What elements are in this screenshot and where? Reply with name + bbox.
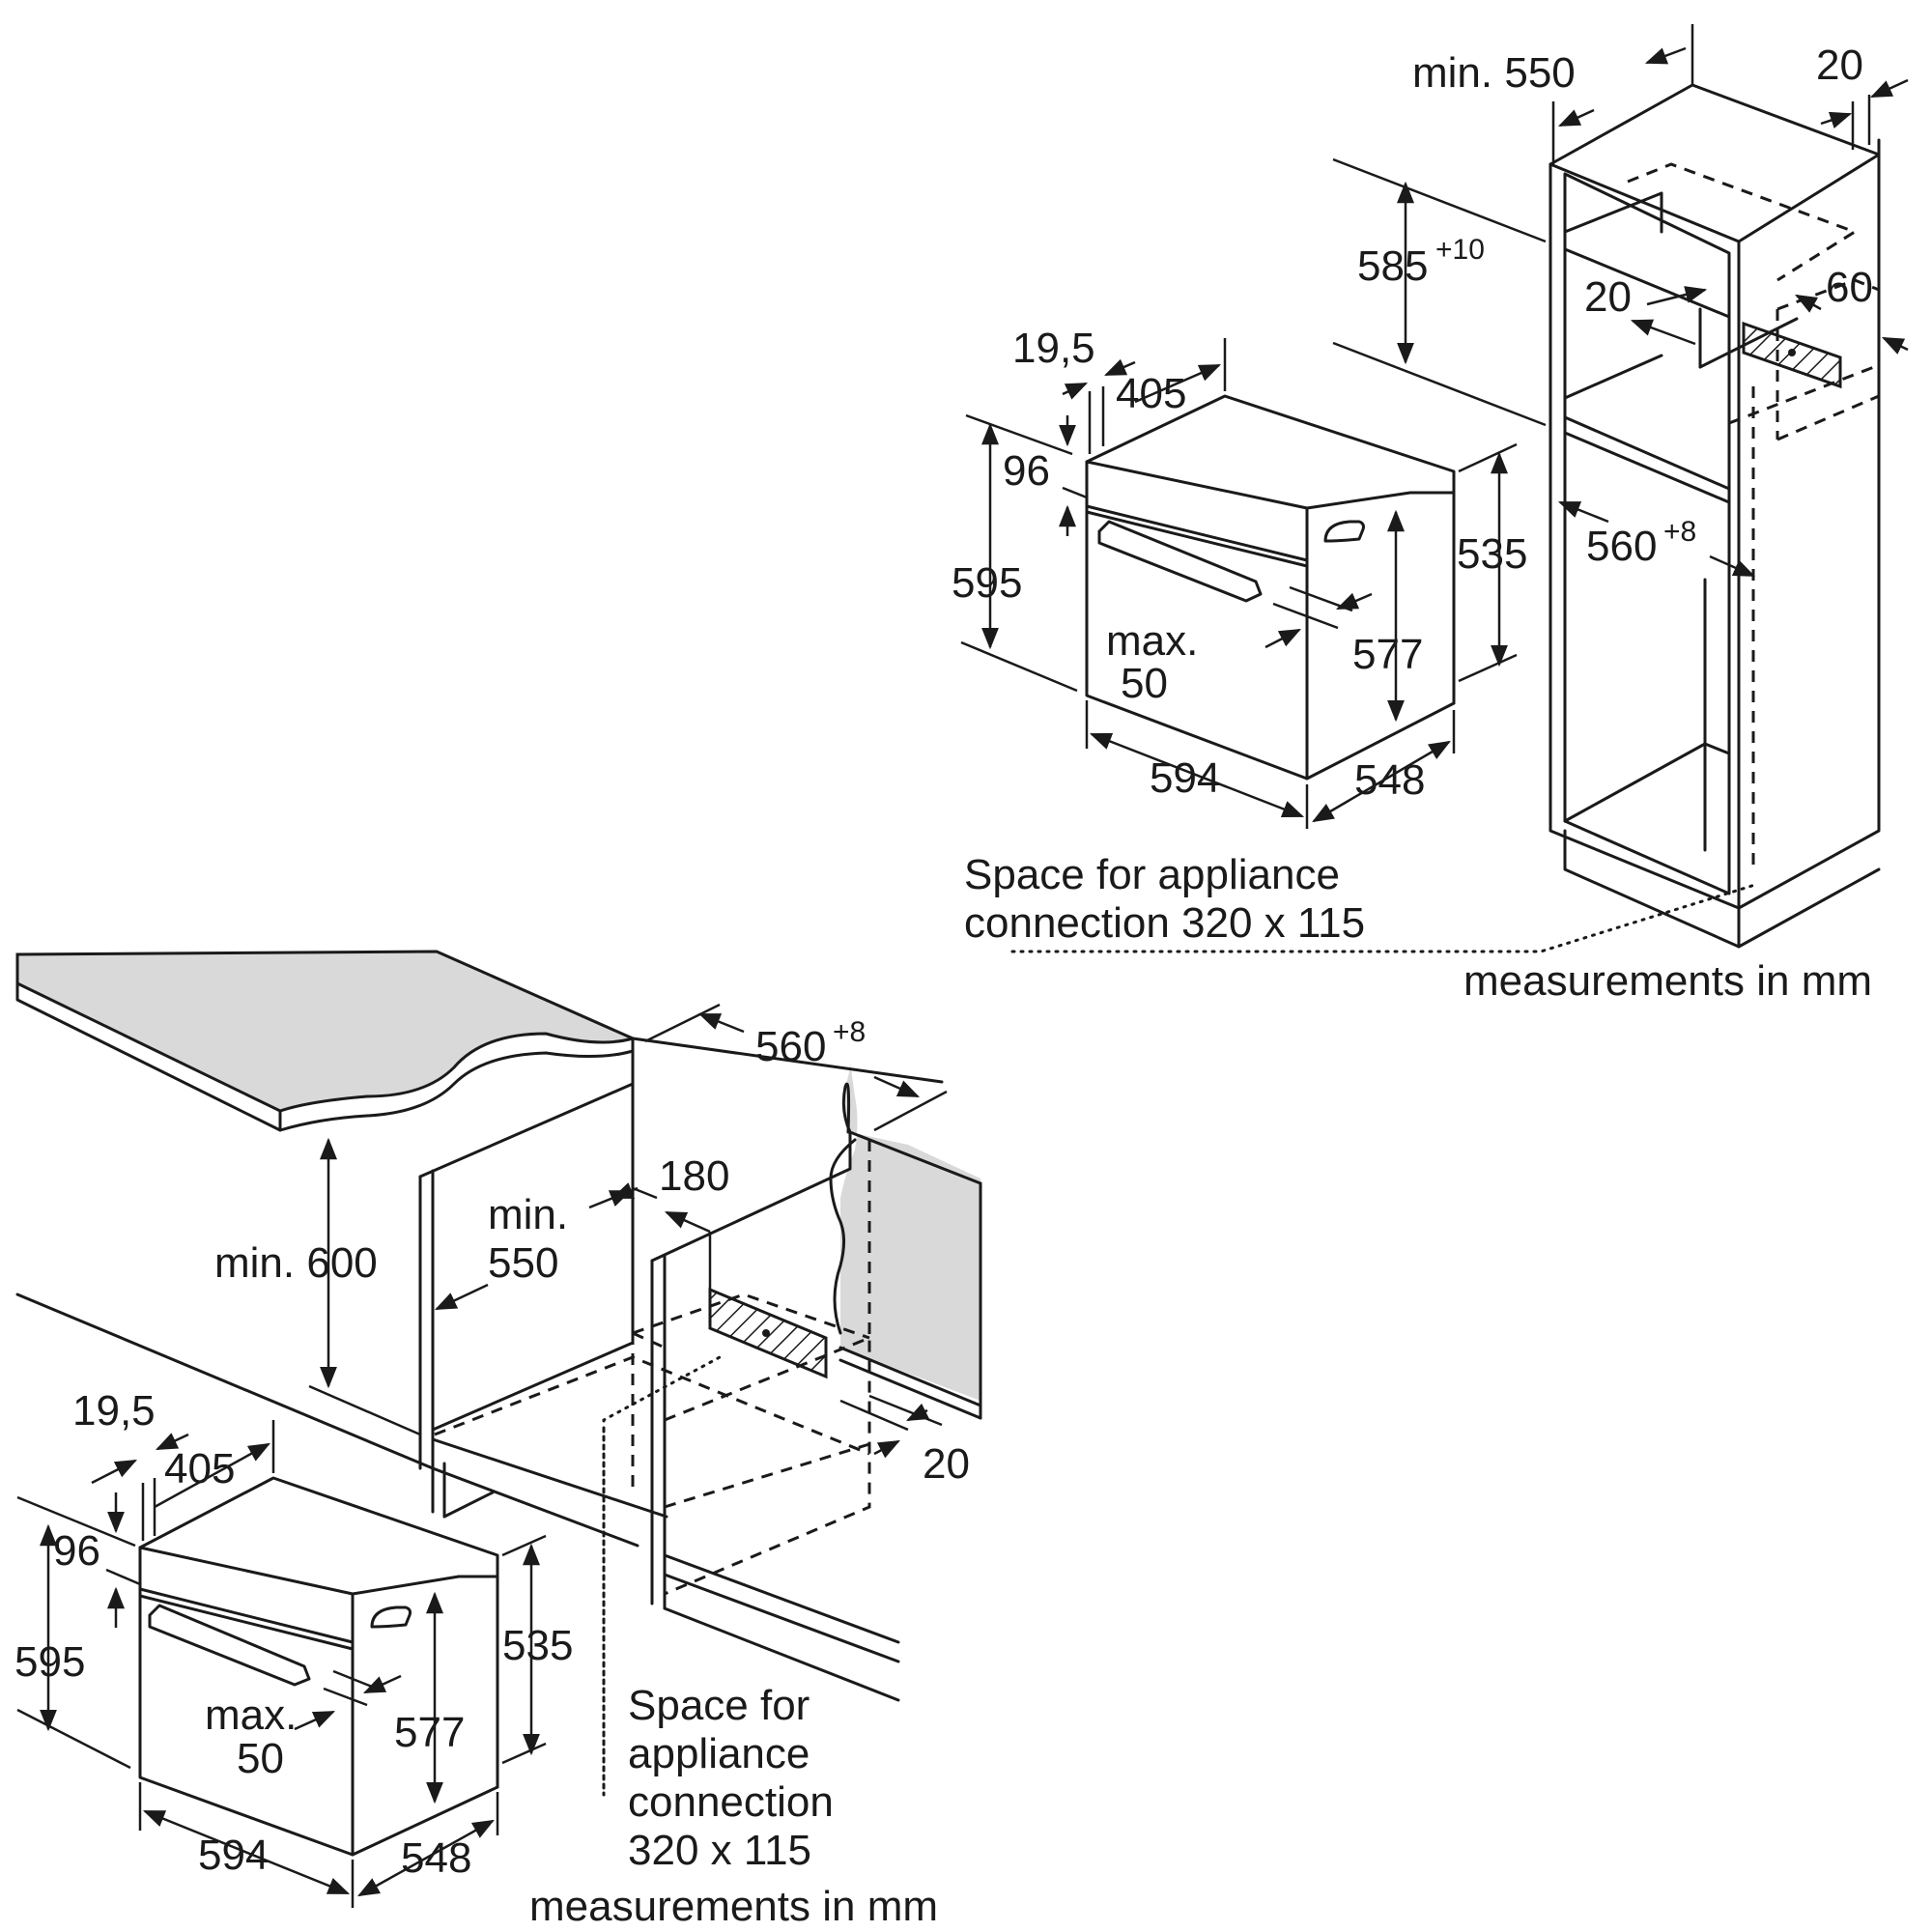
label-548: 548 [1354, 756, 1425, 804]
label-uc-405: 405 [164, 1445, 235, 1492]
label-96: 96 [1003, 447, 1050, 495]
label-uc-max: max. [205, 1691, 297, 1739]
label-560-tolerance: +8 [1663, 516, 1696, 548]
label-uc-measurements: measurements in mm [529, 1883, 938, 1930]
under-counter-cabinet [15, 950, 982, 1702]
label-19-5: 19,5 [1012, 325, 1095, 372]
label-uc-560: 560 [755, 1023, 826, 1070]
label-uc-min-550: 550 [488, 1239, 558, 1287]
label-uc-20: 20 [923, 1440, 970, 1488]
label-594: 594 [1150, 754, 1220, 802]
label-uc-96: 96 [53, 1527, 100, 1575]
label-uc-19-5: 19,5 [72, 1387, 156, 1435]
tall-unit-labels: min. 550 20 585 +10 20 60 560 +8 19,5 40… [952, 42, 1873, 1005]
label-20-top: 20 [1816, 42, 1863, 89]
label-space-line1: Space for appliance [964, 851, 1340, 898]
tall-unit-oven [1085, 394, 1456, 781]
under-counter-oven [138, 1476, 499, 1857]
label-max: max. [1106, 617, 1198, 665]
tall-unit-dimensions [960, 24, 1909, 953]
label-595: 595 [952, 559, 1022, 607]
label-60: 60 [1826, 264, 1873, 311]
label-max-50: 50 [1121, 660, 1168, 707]
under-counter-labels: 560 +8 min. 600 min. 550 180 20 19,5 405… [14, 1016, 970, 1930]
label-uc-min: min. [488, 1191, 568, 1238]
label-405: 405 [1116, 370, 1186, 417]
label-uc-max-50: 50 [237, 1735, 284, 1782]
label-uc-595: 595 [14, 1638, 85, 1686]
label-uc-space-line4: 320 x 115 [628, 1827, 811, 1874]
tall-unit-cabinet [1548, 83, 1881, 949]
label-uc-space-line3: connection [628, 1778, 834, 1826]
label-uc-180: 180 [659, 1152, 729, 1200]
label-585-tolerance: +10 [1435, 234, 1485, 266]
label-measurements: measurements in mm [1463, 957, 1872, 1005]
label-uc-548: 548 [401, 1834, 471, 1882]
under-counter-dimensions [16, 1003, 948, 1908]
label-535: 535 [1457, 530, 1527, 578]
label-585: 585 [1357, 242, 1428, 290]
label-uc-560-tolerance: +8 [833, 1016, 866, 1048]
label-uc-577: 577 [394, 1709, 465, 1756]
label-space-line2: connection 320 x 115 [964, 899, 1365, 947]
label-560: 560 [1586, 523, 1657, 570]
label-20-inner: 20 [1584, 273, 1632, 321]
label-577: 577 [1352, 631, 1423, 678]
label-uc-535: 535 [502, 1622, 573, 1669]
label-uc-space-line1: Space for [628, 1682, 810, 1729]
label-uc-594: 594 [198, 1832, 269, 1879]
label-min-550: min. 550 [1412, 49, 1576, 97]
label-uc-min-600: min. 600 [214, 1239, 378, 1287]
label-uc-space-line2: appliance [628, 1730, 810, 1777]
